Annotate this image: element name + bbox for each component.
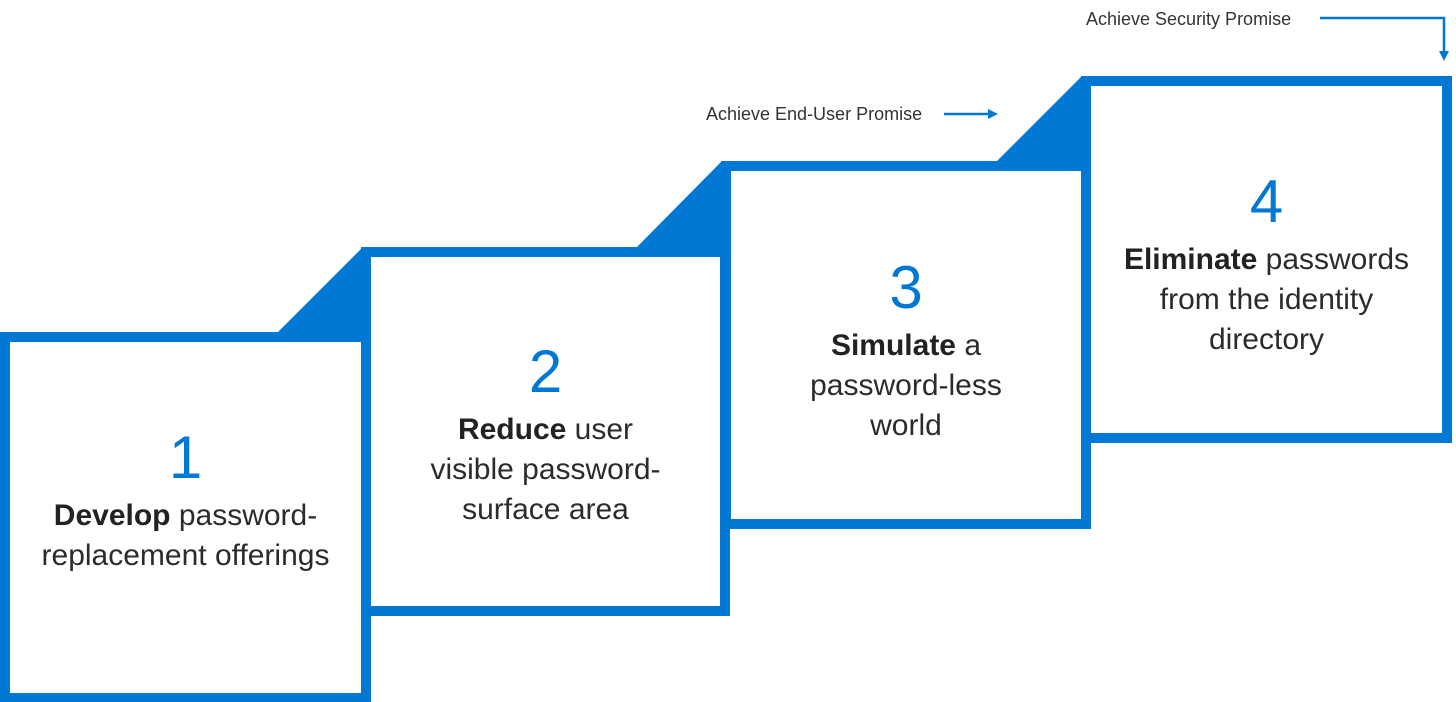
- step-3-rest: a password-less world: [810, 329, 1002, 442]
- step-1-rest: password-replacement offerings: [41, 499, 330, 572]
- step-2-verb: Reduce: [457, 413, 567, 446]
- step-3-content: 3 Simulate a password-less world: [731, 258, 1081, 446]
- step-1-content: 1 Develop password-replacement offerings: [10, 428, 361, 576]
- step-box-3: [721, 161, 1091, 529]
- step-box-1: [0, 332, 371, 702]
- step-4-rest: passwords from the identity directory: [1159, 243, 1410, 356]
- step-1-description: Develop password-replacement offerings: [10, 496, 361, 576]
- step-1-verb: Develop: [53, 499, 171, 532]
- security-promise-arrowhead: [1439, 51, 1449, 61]
- step-2-number: 2: [528, 338, 563, 405]
- step-box-2: [361, 247, 730, 616]
- step-2-content: 2 Reduce user visible password-surface a…: [371, 342, 720, 530]
- end-user-promise-arrowhead: [988, 109, 998, 119]
- step-3-verb: Simulate: [830, 329, 956, 362]
- security-promise-label: Achieve Security Promise: [1086, 9, 1292, 29]
- end-user-promise-label: Achieve End-User Promise: [706, 104, 923, 124]
- step-4-content: 4 Eliminate passwords from the identity …: [1091, 172, 1442, 360]
- step-3-number: 3: [889, 254, 923, 321]
- step-4-description: Eliminate passwords from the identity di…: [1091, 240, 1442, 360]
- security-promise-arrow-line: [1320, 16, 1446, 52]
- step-1-number: 1: [168, 424, 203, 491]
- step-4-number: 4: [1249, 168, 1284, 235]
- connector-triangle-1-2: [278, 248, 362, 332]
- step-4-verb: Eliminate: [1123, 243, 1258, 276]
- connector-triangle-3-4: [996, 76, 1082, 162]
- connector-triangle-2-3: [636, 162, 721, 248]
- step-2-description: Reduce user visible password-surface are…: [371, 410, 720, 530]
- step-box-4: [1081, 76, 1452, 443]
- step-2-rest: user visible password-surface area: [430, 413, 661, 526]
- step-3-description: Simulate a password-less world: [731, 326, 1081, 446]
